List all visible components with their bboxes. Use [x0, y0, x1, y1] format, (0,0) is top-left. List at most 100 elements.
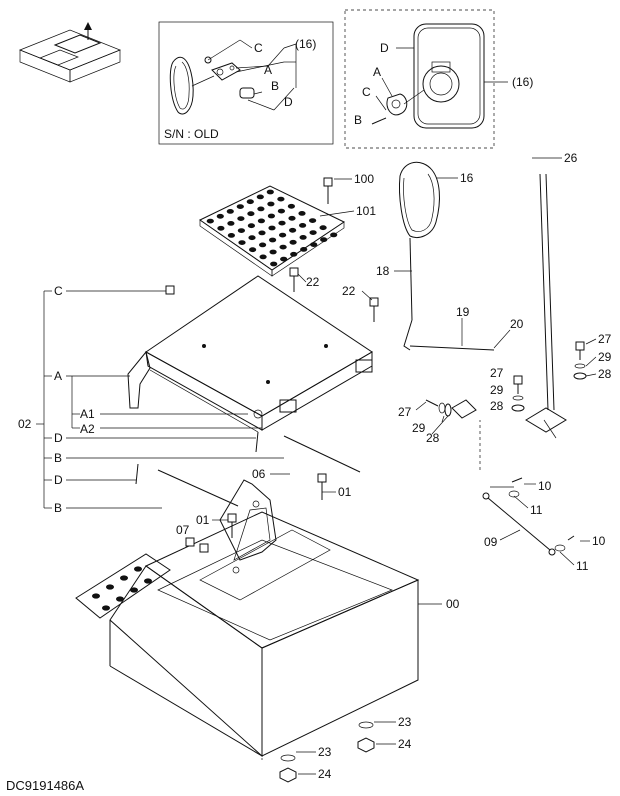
fasteners: [165, 177, 587, 783]
inset-mirror: D A C B (16): [344, 9, 533, 149]
plate-hole: [246, 199, 254, 205]
plate-hole: [309, 218, 317, 224]
plate-hole: [290, 251, 298, 257]
plate-hole: [237, 216, 245, 222]
plate-hole: [330, 232, 338, 238]
plate-hole: [247, 211, 255, 217]
plate-hole: [279, 232, 287, 238]
plate-hole: [279, 244, 287, 250]
plate-hole: [258, 230, 266, 236]
part-label-11-b: 11: [576, 559, 589, 573]
plate-hole: [266, 189, 274, 195]
step-hole: [116, 596, 124, 602]
inset-old-label-c: C: [254, 41, 263, 55]
plate-hole: [289, 227, 297, 233]
plate-hole: [237, 228, 245, 234]
part-label-28-a: 28: [598, 367, 612, 381]
plate-hole: [216, 213, 224, 219]
plate-hole: [310, 242, 318, 248]
step-hole: [120, 575, 128, 581]
part-label-101: 101: [356, 204, 376, 218]
part-label-27-c: 27: [398, 405, 412, 419]
step-hole: [106, 584, 114, 590]
machine-location-icon: [19, 22, 121, 83]
step-hole: [130, 587, 138, 593]
plate-hole: [249, 247, 257, 253]
plate-hole: [256, 194, 264, 200]
plate-hole: [268, 225, 276, 231]
part-label-22-b: 22: [342, 284, 356, 298]
step-hole: [134, 566, 142, 572]
part-label-10-b: 10: [592, 534, 606, 548]
top-cover: [127, 275, 373, 433]
inset-old-caption: S/N : OLD: [164, 127, 219, 141]
part-label-10-a: 10: [538, 479, 552, 493]
part-label-00: 00: [446, 597, 460, 611]
inset-old-label-b: B: [271, 79, 279, 93]
part-label-29-a: 29: [598, 350, 612, 364]
part-label-01-b: 01: [196, 513, 210, 527]
part-label-20: 20: [510, 317, 524, 331]
part-label-100: 100: [354, 172, 374, 186]
plate-hole: [267, 213, 275, 219]
floor-plate: [199, 185, 346, 277]
plate-hole: [206, 218, 214, 224]
part-label-18: 18: [376, 264, 390, 278]
figure-code: DC9191486A: [6, 778, 84, 793]
plate-hole: [278, 220, 286, 226]
plate-hole: [247, 223, 255, 229]
bracket-label-a: A: [54, 369, 62, 383]
part-label-09: 09: [484, 535, 498, 549]
step-hole: [92, 593, 100, 599]
inset-mirror-label-c: C: [362, 85, 371, 99]
part-label-23-a: 23: [398, 715, 412, 729]
part-label-24-b: 24: [318, 767, 332, 781]
part-label-22-a: 22: [306, 275, 320, 289]
bracket-labels: 02 C A A1 A2 D B D B: [18, 284, 95, 515]
inset-mirror-ref: (16): [512, 75, 533, 89]
part-label-16: 16: [460, 171, 474, 185]
bracket-label-d-1: D: [54, 431, 63, 445]
part-label-23-b: 23: [318, 745, 332, 759]
bracket-label-c: C: [54, 284, 63, 298]
plate-hole: [319, 225, 327, 231]
plate-hole: [267, 201, 275, 207]
plate-hole: [217, 225, 225, 231]
inset-old-label-d: D: [284, 95, 293, 109]
inset-old-serial: C A B D (16) S/N : OLD: [158, 21, 334, 145]
part-label-27-a: 27: [598, 332, 612, 346]
plate-hole: [227, 233, 235, 238]
plate-hole: [270, 261, 278, 267]
seat-stand-box: [75, 479, 420, 760]
plate-hole: [299, 223, 307, 228]
part-label-26: 26: [564, 151, 578, 165]
plate-hole: [269, 249, 277, 255]
plate-hole: [259, 254, 267, 260]
step-hole: [102, 605, 110, 611]
plate-hole: [277, 208, 285, 214]
part-label-28-c: 28: [426, 431, 440, 445]
part-label-29-c: 29: [412, 421, 426, 435]
plate-hole: [236, 204, 244, 210]
plate-hole: [238, 240, 246, 246]
plate-hole: [300, 247, 308, 252]
bracket-label-a2: A2: [80, 422, 95, 436]
plate-hole: [259, 242, 267, 248]
bracket-label-a1: A1: [80, 407, 95, 421]
handrail: [440, 146, 591, 439]
plate-hole: [280, 256, 288, 262]
bracket-group-number: 02: [18, 417, 32, 431]
plate-hole: [288, 215, 296, 221]
plate-hole: [277, 196, 285, 202]
part-label-07: 07: [176, 523, 190, 537]
part-label-06: 06: [252, 467, 266, 481]
plate-hole: [248, 235, 256, 241]
inset-mirror-label-a: A: [373, 65, 381, 79]
part-label-28-b: 28: [490, 399, 504, 413]
part-label-19: 19: [456, 305, 470, 319]
plate-hole: [227, 221, 235, 226]
inset-old-ref: (16): [295, 37, 316, 51]
inset-mirror-label-d: D: [380, 41, 389, 55]
plate-hole: [309, 230, 317, 236]
